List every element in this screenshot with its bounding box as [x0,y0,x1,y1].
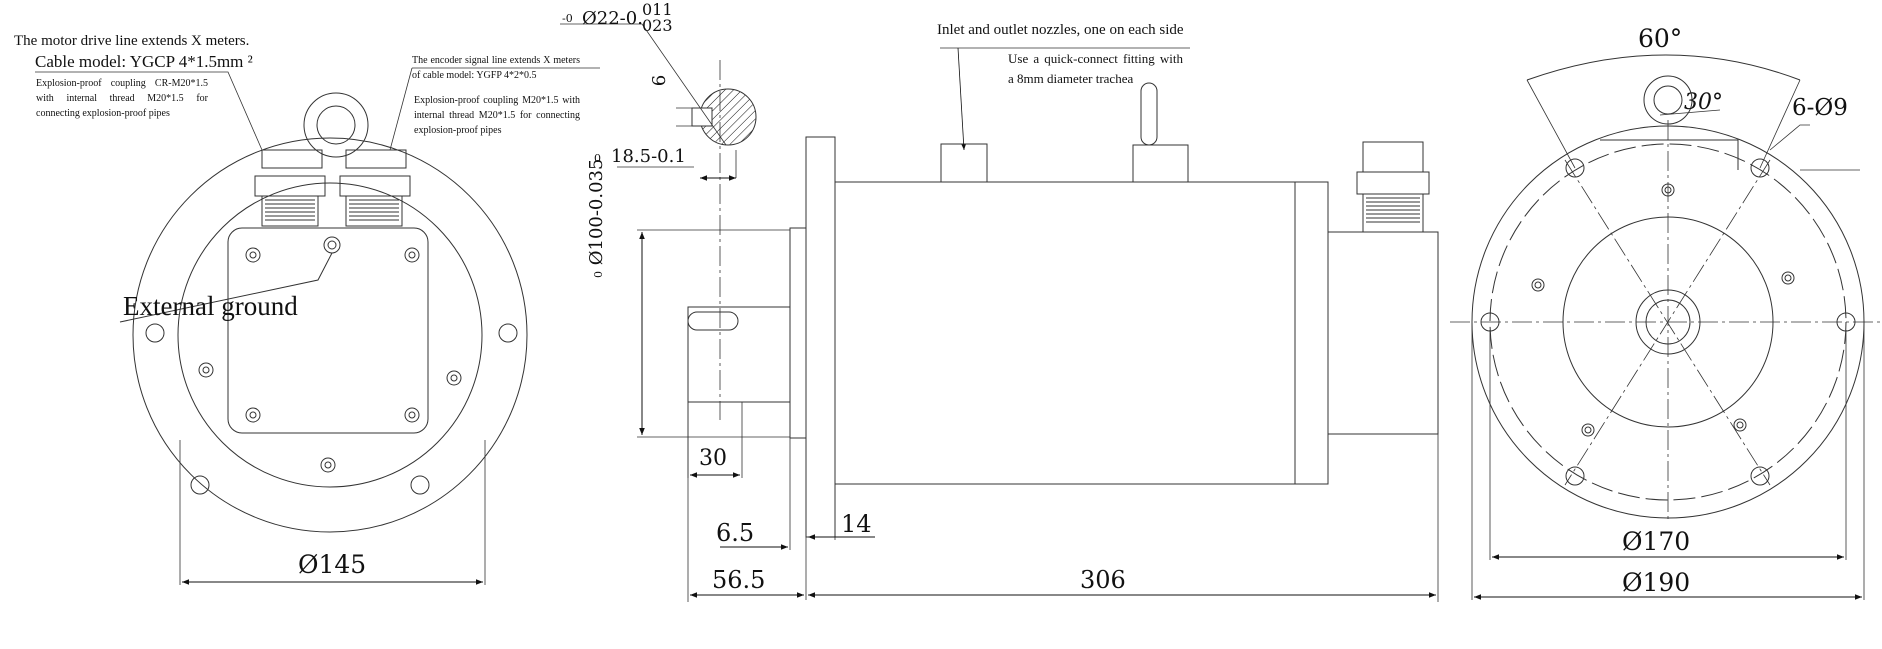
right-end-view [1450,54,1882,600]
shaft-tol-a: 011 [642,0,673,19]
encoder-note: The encoder signal line extends X meters… [412,55,580,81]
diameter-190-label: Ø190 [1622,568,1691,597]
motor-body [834,181,1296,485]
right-cable-gland [339,149,411,227]
dim-306-label: 306 [1080,566,1126,594]
diameter-145-label: Ø145 [298,550,367,579]
pilot-diameter-label: 0 Ø100-0.035 [586,159,607,278]
key-depth-label: 18.5-0.1 [611,146,686,167]
pilot-diameter: Ø100-0.035 [586,158,607,266]
holes-label: 6-Ø9 [1792,95,1848,121]
right-coupling-note: Explosion-proof coupling M20*1.5 with in… [414,95,580,136]
key-width-label: 6 [649,74,671,87]
shaft [687,306,791,403]
dim-30-label: 30 [699,446,727,471]
motor-line-title: The motor drive line extends X meters. [14,33,250,49]
left-end-view [35,67,600,585]
eyebolt-inner [316,105,356,145]
junction-box [227,227,429,434]
rear-cap [1294,181,1329,485]
pilot-zero: 0 [592,271,605,278]
dim-14-label: 14 [841,510,872,538]
nozzle-note: Use a quick-connect fitting with a 8mm d… [1008,51,1183,86]
left-cable-gland [254,149,326,227]
side-view [560,23,1439,602]
shaft-tol-b: 023 [642,16,673,35]
dim-6-5-label: 6.5 [716,519,755,547]
pilot [789,227,807,439]
dim-56-5-label: 56.5 [712,566,766,594]
shaft-diameter-label: Ø22-0. [582,8,643,29]
angle-60-label: 60° [1638,24,1683,53]
shaft-tol-upper: -0 [562,12,573,25]
angle-30-label: 30° [1684,90,1723,115]
diameter-170-label: Ø170 [1622,527,1691,556]
left-body-circle [177,182,483,488]
nozzle-title: Inlet and outlet nozzles, one on each si… [937,22,1184,38]
left-flange-outer [132,137,528,533]
key-depth-zero: 0 [594,152,601,165]
front-flange [805,136,836,538]
external-ground-label: External ground [123,291,298,321]
cable-model-label: Cable model: YGCP 4*1.5mm ² [35,52,253,71]
eyebolt-ring [303,92,369,158]
left-coupling-note: Explosion-proof coupling CR-M20*1.5 with… [36,78,208,119]
encoder-housing [1327,231,1439,435]
